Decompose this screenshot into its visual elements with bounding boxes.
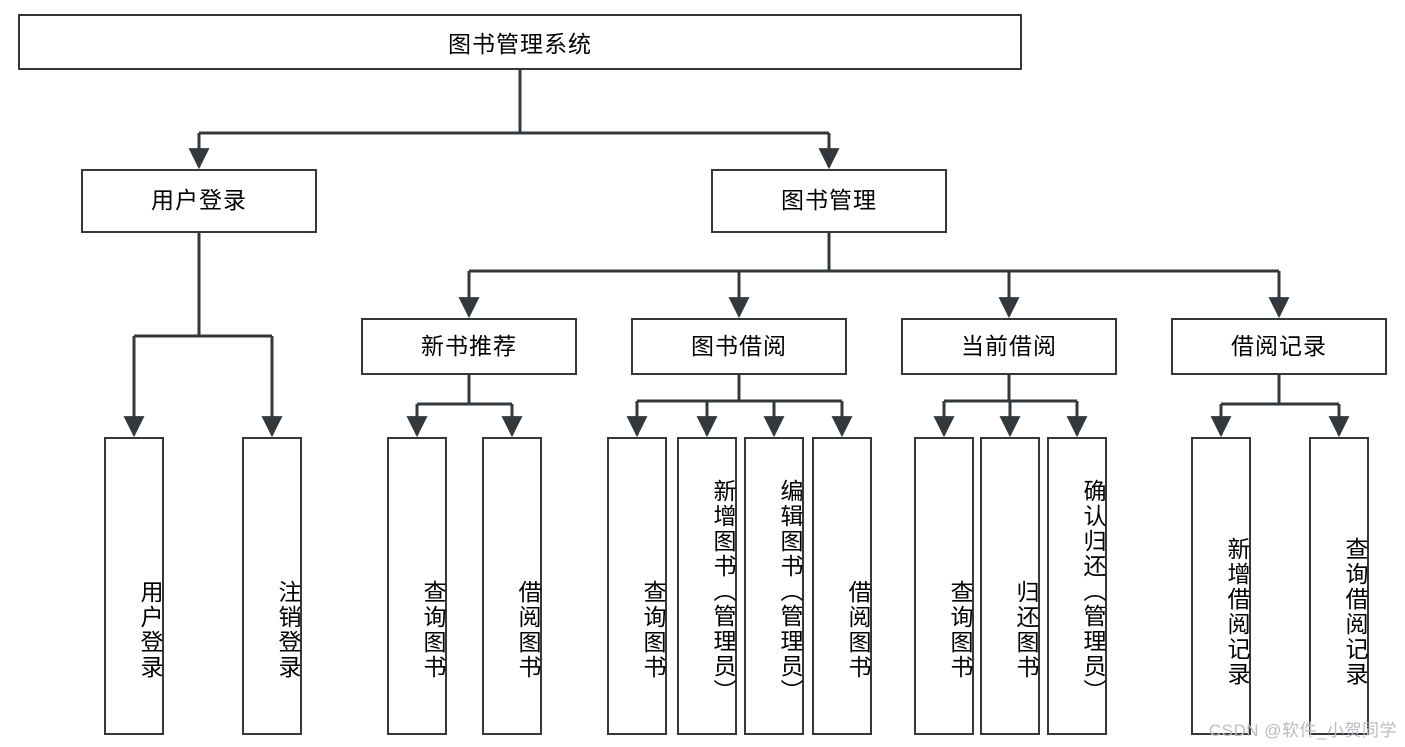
- node-leaf-edit-book[interactable]: 编辑图书（管理员）: [744, 437, 804, 735]
- node-borrow-record-label: 借阅记录: [1231, 332, 1327, 359]
- node-leaf-user-login-label: 用户登录: [137, 580, 163, 680]
- node-leaf-confirm-return[interactable]: 确认归还（管理员）: [1047, 437, 1107, 735]
- node-new-book-recommend-label: 新书推荐: [421, 332, 517, 359]
- node-leaf-return-book[interactable]: 归还图书: [980, 437, 1040, 735]
- node-leaf-return-book-label: 归还图书: [1013, 580, 1039, 680]
- node-book-management-label: 图书管理: [781, 187, 877, 214]
- node-current-borrow[interactable]: 当前借阅: [901, 318, 1117, 375]
- node-leaf-confirm-return-label: 确认归还（管理员）: [1080, 478, 1106, 704]
- node-new-book-recommend[interactable]: 新书推荐: [361, 318, 577, 375]
- node-leaf-add-book-label: 新增图书（管理员）: [710, 478, 736, 704]
- node-user-login[interactable]: 用户登录: [81, 169, 317, 233]
- csdn-watermark: CSDN @软件_小贺同学: [1208, 721, 1397, 740]
- node-leaf-query-book-3-label: 查询图书: [947, 580, 973, 680]
- node-leaf-user-login[interactable]: 用户登录: [104, 437, 164, 735]
- node-leaf-add-record-label: 新增借阅记录: [1224, 537, 1250, 687]
- node-leaf-borrow-book-2-label: 借阅图书: [845, 580, 871, 680]
- node-leaf-query-record-label: 查询借阅记录: [1342, 537, 1368, 687]
- node-leaf-query-book-1[interactable]: 查询图书: [387, 437, 447, 735]
- node-leaf-query-book-2[interactable]: 查询图书: [607, 437, 667, 735]
- node-leaf-borrow-book-1[interactable]: 借阅图书: [482, 437, 542, 735]
- node-leaf-edit-book-label: 编辑图书（管理员）: [777, 478, 803, 704]
- node-root-label: 图书管理系统: [448, 31, 592, 57]
- node-book-borrow[interactable]: 图书借阅: [631, 318, 847, 375]
- node-borrow-record[interactable]: 借阅记录: [1171, 318, 1387, 375]
- node-leaf-logout-login-label: 注销登录: [275, 580, 301, 680]
- node-leaf-add-record[interactable]: 新增借阅记录: [1191, 437, 1251, 735]
- node-leaf-query-book-2-label: 查询图书: [640, 580, 666, 680]
- node-book-management[interactable]: 图书管理: [711, 169, 947, 233]
- node-leaf-query-book-3[interactable]: 查询图书: [914, 437, 974, 735]
- node-user-login-label: 用户登录: [151, 187, 247, 214]
- node-book-borrow-label: 图书借阅: [691, 332, 787, 359]
- node-leaf-query-book-1-label: 查询图书: [420, 580, 446, 680]
- node-root[interactable]: 图书管理系统: [18, 14, 1022, 70]
- node-current-borrow-label: 当前借阅: [961, 332, 1057, 359]
- node-leaf-borrow-book-1-label: 借阅图书: [515, 580, 541, 680]
- node-leaf-borrow-book-2[interactable]: 借阅图书: [812, 437, 872, 735]
- node-leaf-add-book[interactable]: 新增图书（管理员）: [677, 437, 737, 735]
- node-leaf-logout-login[interactable]: 注销登录: [242, 437, 302, 735]
- node-leaf-query-record[interactable]: 查询借阅记录: [1309, 437, 1369, 735]
